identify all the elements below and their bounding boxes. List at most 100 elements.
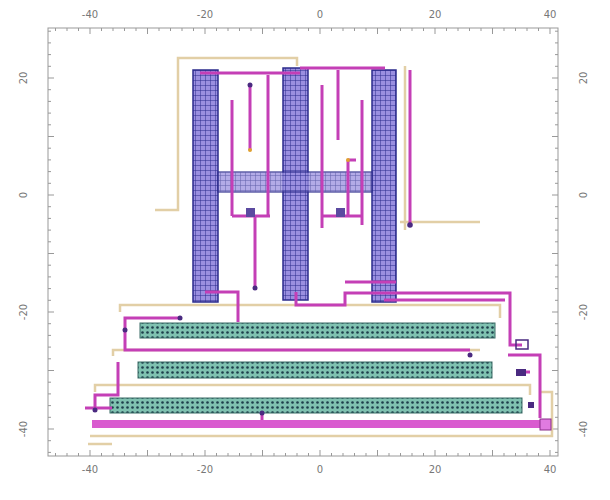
axis-tick — [55, 453, 56, 456]
axis-tick — [48, 78, 54, 79]
axis-tick — [48, 452, 51, 453]
axis-tick — [555, 148, 558, 149]
axis-tick — [48, 54, 51, 55]
axis-label: 0 — [317, 465, 323, 475]
axis-tick — [469, 453, 470, 456]
axis-tick — [377, 450, 378, 456]
axis-tick — [555, 265, 558, 266]
axis-label: 20 — [429, 465, 442, 475]
axis-tick — [538, 453, 539, 456]
axis-tick — [400, 28, 401, 31]
axis-tick — [343, 28, 344, 31]
axis-tick — [343, 453, 344, 456]
axis-label: -40 — [82, 465, 98, 475]
axis-label: 40 — [544, 465, 557, 475]
axis-tick — [48, 206, 51, 207]
axis-label: -20 — [19, 304, 29, 320]
axis-tick — [555, 440, 558, 441]
axis-tick — [515, 28, 516, 31]
axis-tick — [412, 453, 413, 456]
axis-tick — [48, 89, 51, 90]
axis-tick — [136, 453, 137, 456]
axis-label: 20 — [579, 72, 589, 85]
axis-tick — [182, 453, 183, 456]
axis-tick — [555, 382, 558, 383]
axis-tick — [48, 440, 51, 441]
axis-label: 0 — [579, 192, 589, 198]
axis-tick — [555, 206, 558, 207]
axis-tick — [555, 89, 558, 90]
axis-tick — [435, 28, 436, 34]
axis-tick — [400, 453, 401, 456]
axis-tick — [527, 453, 528, 456]
axis-tick — [552, 195, 558, 196]
axis-tick — [67, 28, 68, 31]
axis-tick — [48, 218, 51, 219]
axis-tick — [555, 101, 558, 102]
axis-tick — [48, 312, 54, 313]
axis-tick — [113, 28, 114, 31]
axis-tick — [274, 453, 275, 456]
diffusion-bar — [110, 323, 522, 413]
axis-tick — [504, 28, 505, 31]
axis-tick — [458, 453, 459, 456]
axis-tick — [262, 28, 263, 34]
axis-tick — [48, 253, 54, 254]
axis-tick — [48, 159, 51, 160]
axis-tick — [552, 312, 558, 313]
axis-tick — [48, 171, 51, 172]
axis-tick — [555, 405, 558, 406]
axis-tick — [285, 28, 286, 31]
axis-tick — [423, 453, 424, 456]
axis-tick — [205, 28, 206, 34]
axis-tick — [251, 28, 252, 31]
contact-via — [93, 83, 552, 431]
axis-tick — [552, 136, 558, 137]
axis-tick — [469, 28, 470, 31]
axis-tick — [555, 347, 558, 348]
axis-tick — [555, 417, 558, 418]
poly-gate — [193, 68, 396, 302]
axis-tick — [555, 300, 558, 301]
axis-tick — [435, 450, 436, 456]
axis-tick — [48, 183, 51, 184]
axis-tick — [320, 450, 321, 456]
axis-tick — [147, 450, 148, 456]
axis-tick — [552, 370, 558, 371]
axis-tick — [555, 124, 558, 125]
axis-tick — [48, 230, 51, 231]
axis-tick — [90, 450, 91, 456]
axis-tick — [48, 276, 51, 277]
power-rail — [92, 420, 548, 428]
axis-tick — [48, 288, 51, 289]
axis-tick — [552, 253, 558, 254]
axis-tick — [48, 382, 51, 383]
axis-tick — [159, 28, 160, 31]
axis-tick — [170, 28, 171, 31]
axis-tick — [308, 453, 309, 456]
axis-tick — [239, 28, 240, 31]
axis-tick — [159, 453, 160, 456]
axis-label: -40 — [19, 421, 29, 437]
axis-ticks — [48, 28, 558, 456]
axis-tick — [354, 28, 355, 31]
axis-tick — [101, 28, 102, 31]
axis-tick — [552, 78, 558, 79]
axis-tick — [48, 405, 51, 406]
axis-tick — [170, 453, 171, 456]
axis-tick — [48, 417, 51, 418]
axis-tick — [113, 453, 114, 456]
axis-tick — [555, 288, 558, 289]
axis-tick — [412, 28, 413, 31]
axis-label: 20 — [19, 72, 29, 85]
axis-tick — [555, 66, 558, 67]
well-outline — [88, 58, 552, 444]
axis-tick — [48, 347, 51, 348]
axis-tick — [308, 28, 309, 31]
axis-tick — [48, 335, 51, 336]
axis-label: 20 — [429, 10, 442, 20]
axis-tick — [446, 28, 447, 31]
axis-tick — [48, 113, 51, 114]
axis-tick — [274, 28, 275, 31]
